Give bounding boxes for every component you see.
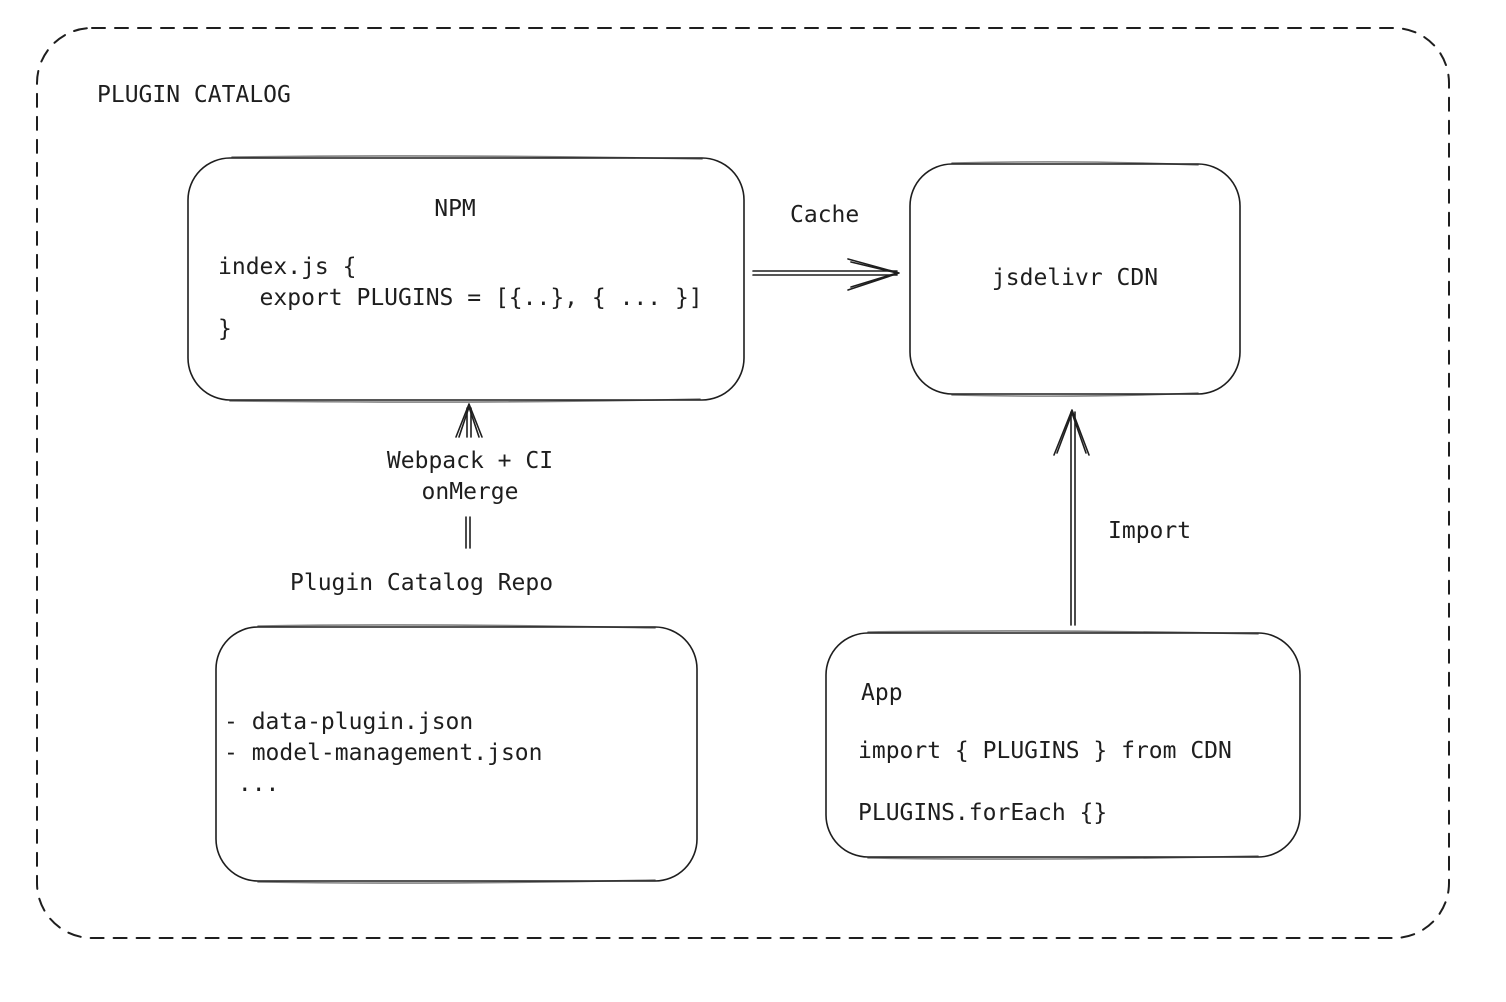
plugin-catalog-frame xyxy=(36,27,1450,939)
app-title: App xyxy=(861,680,903,706)
cdn-title: jsdelivr CDN xyxy=(991,265,1159,291)
cache-arrow xyxy=(752,258,900,291)
app-import-line: import { PLUGINS } from CDN xyxy=(858,738,1232,764)
frame-title: PLUGIN CATALOG xyxy=(97,82,291,108)
build-arrow xyxy=(455,403,483,549)
npm-code: index.js { export PLUGINS = [{..}, { ...… xyxy=(218,252,703,345)
npm-code-line: index.js { xyxy=(218,254,357,280)
cdn-box[interactable] xyxy=(909,161,1241,397)
app-foreach-line: PLUGINS.forEach {} xyxy=(858,800,1108,826)
repo-heading: Plugin Catalog Repo xyxy=(290,570,554,596)
repo-file-list: - data-plugin.json - model-management.js… xyxy=(224,707,543,800)
build-label-line1: Webpack + CI xyxy=(386,448,554,474)
repo-file-item: - data-plugin.json xyxy=(224,709,474,735)
npm-box[interactable] xyxy=(187,155,745,403)
repo-box[interactable] xyxy=(215,624,698,884)
cache-label: Cache xyxy=(790,202,860,228)
build-label-line2: onMerge xyxy=(421,479,519,505)
import-label: Import xyxy=(1108,518,1192,544)
repo-file-item: - model-management.json xyxy=(224,740,543,766)
app-box[interactable] xyxy=(825,630,1301,860)
npm-code-line: } xyxy=(218,316,232,342)
npm-title: NPM xyxy=(434,196,476,222)
repo-file-item: ... xyxy=(224,771,280,797)
import-arrow xyxy=(1053,409,1090,626)
npm-code-line: export PLUGINS = [{..}, { ... }] xyxy=(218,285,703,311)
